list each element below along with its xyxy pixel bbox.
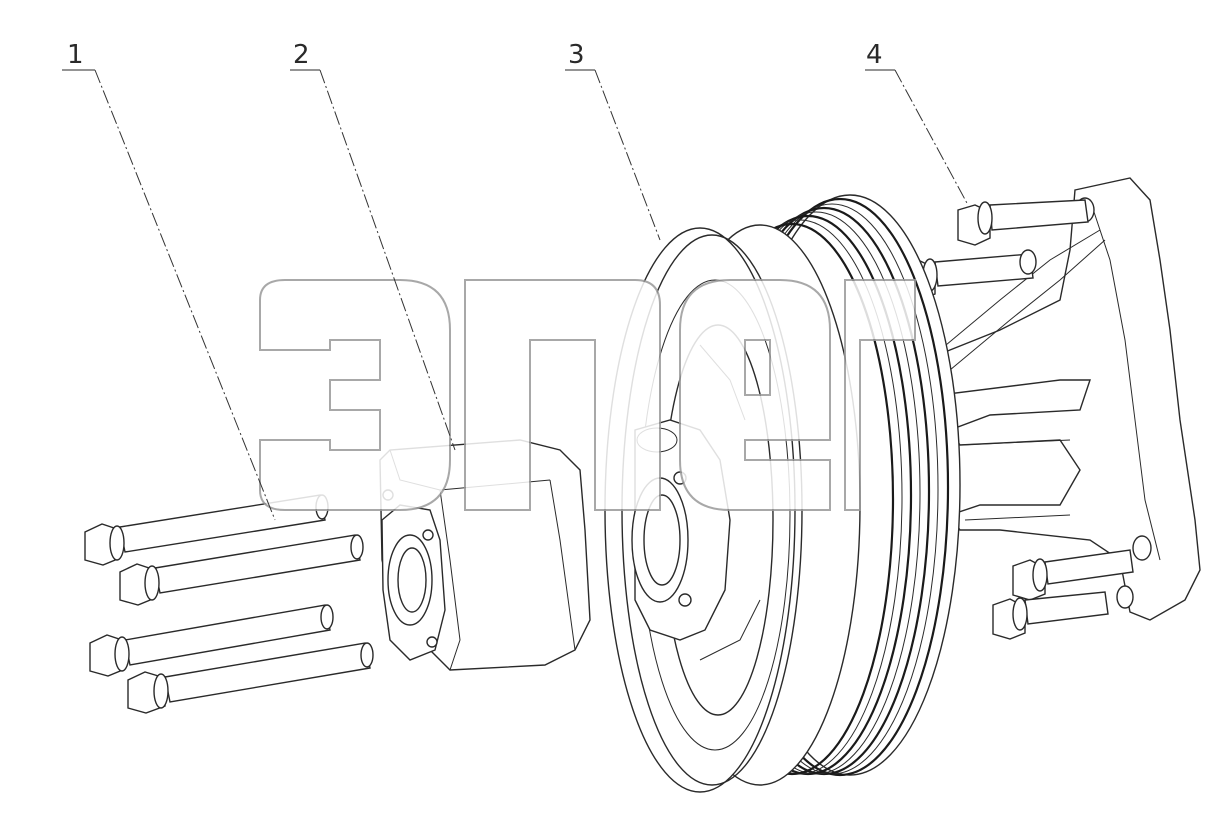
part-4-bolts bbox=[899, 199, 1134, 640]
callout-1: 1 bbox=[67, 40, 84, 70]
part-1-bolts bbox=[84, 494, 374, 714]
callout-2: 2 bbox=[293, 40, 310, 70]
watermark-logo bbox=[259, 279, 916, 511]
leader-lines bbox=[62, 69, 969, 521]
callout-3: 3 bbox=[568, 40, 585, 70]
callout-labels: 1 2 3 4 bbox=[67, 40, 883, 70]
part-4-bracket bbox=[924, 177, 1201, 621]
callout-4: 4 bbox=[866, 40, 883, 70]
